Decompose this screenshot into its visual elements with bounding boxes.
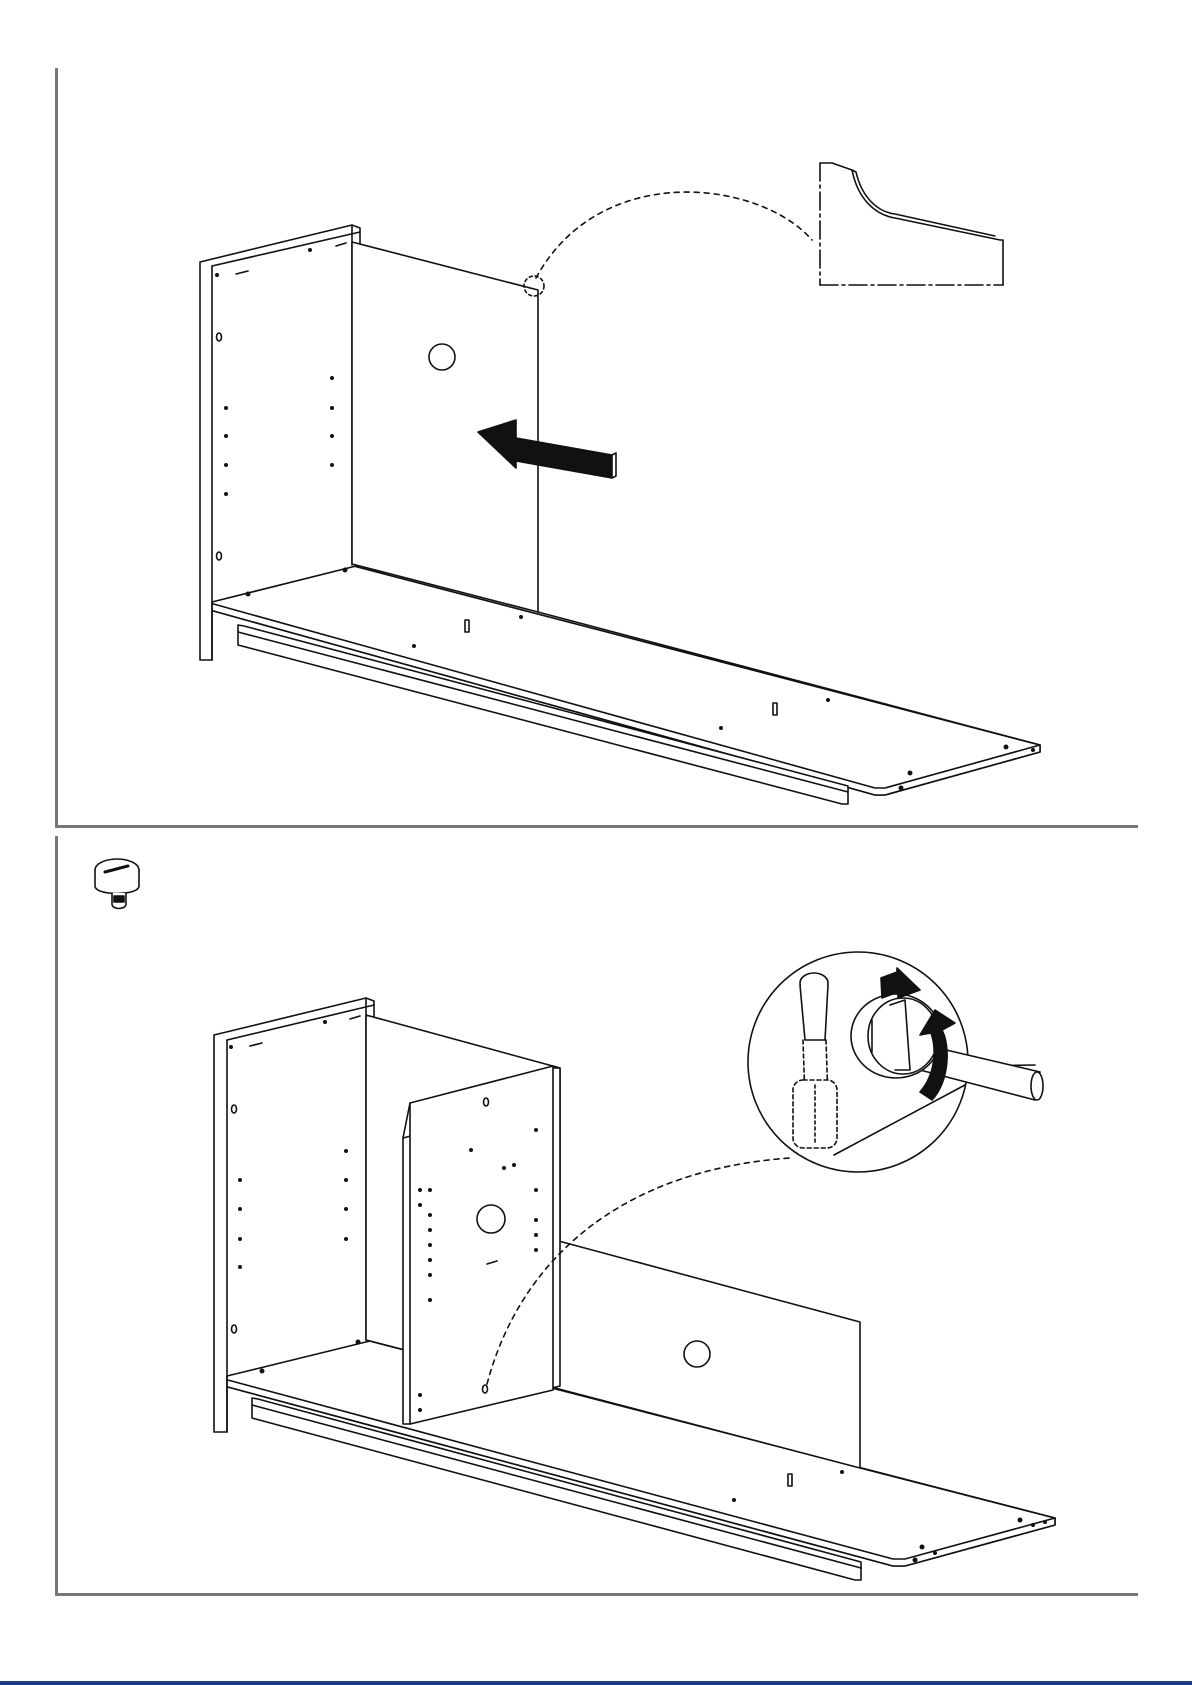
footer-rule — [0, 1681, 1192, 1685]
step-2-panel — [55, 836, 1138, 1596]
cable-hole — [429, 344, 455, 370]
bottom-board — [210, 564, 1040, 795]
step-1-cabinet-illustration — [200, 163, 1040, 804]
edge-profile-detail — [820, 163, 1003, 285]
